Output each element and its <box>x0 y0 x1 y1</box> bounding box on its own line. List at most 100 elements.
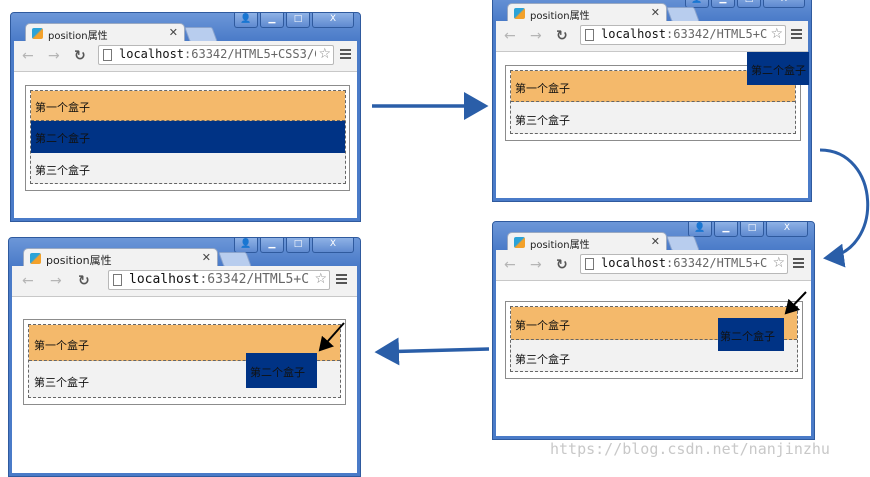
dashed-container: 第一个盒子 第三个盒子 <box>510 70 796 134</box>
url-host: localhost <box>601 27 667 41</box>
url-host: localhost <box>119 47 185 61</box>
browser-toolbar: ← → ↻ localhost:63342/HTML5+C ☆ <box>496 21 808 52</box>
forward-arrow-icon[interactable]: → <box>48 48 60 64</box>
url-host: localhost <box>129 272 200 287</box>
first-box-label: 第一个盒子 <box>34 339 89 352</box>
second-box: 第二个盒子 <box>31 121 345 153</box>
forward-arrow-icon[interactable]: → <box>530 28 542 44</box>
reload-icon[interactable]: ↻ <box>74 48 86 64</box>
tab-title: position属性 <box>530 240 590 251</box>
browser-window-2: 👤 ▁ □ X position属性 ✕ ← → ↻ localhost:633… <box>492 0 812 202</box>
menu-icon[interactable] <box>793 258 804 269</box>
url-path: :63342/HTML5+C <box>199 272 310 287</box>
maximize-button[interactable]: □ <box>737 0 761 8</box>
webstorm-favicon-icon <box>514 8 525 19</box>
minimize-button[interactable]: ▁ <box>714 222 738 237</box>
close-window-button[interactable]: X <box>312 238 354 253</box>
browser-toolbar: ← → ↻ localhost:63342/HTML5+C ☆ <box>496 250 811 281</box>
url-path: :63342/HTML5+CSS3/C <box>184 47 322 61</box>
user-icon[interactable]: 👤 <box>688 222 712 237</box>
first-box-label: 第一个盒子 <box>515 82 570 95</box>
second-box-label: 第二个盒子 <box>720 330 775 343</box>
forward-arrow-icon[interactable]: → <box>50 273 62 289</box>
back-arrow-icon[interactable]: ← <box>504 257 516 273</box>
menu-icon[interactable] <box>791 29 802 40</box>
webstorm-favicon-icon <box>32 28 43 39</box>
page-icon <box>585 29 594 41</box>
tab-close-icon[interactable]: ✕ <box>201 251 211 264</box>
window-controls: 👤 ▁ □ X <box>688 222 808 237</box>
browser-window-4: 👤 ▁ □ X position属性 ✕ ← → ↻ localhost:633… <box>8 237 361 477</box>
back-arrow-icon[interactable]: ← <box>22 48 34 64</box>
second-box: 第二个盒子 <box>747 52 809 85</box>
pointer-arrow-icon-2 <box>318 322 345 352</box>
outer-container: 第一个盒子 第二个盒子 第三个盒子 <box>25 85 350 191</box>
first-box-label: 第一个盒子 <box>515 319 570 332</box>
forward-arrow-icon[interactable]: → <box>530 257 542 273</box>
minimize-button[interactable]: ▁ <box>260 238 284 253</box>
tab-close-icon[interactable]: ✕ <box>168 26 178 39</box>
second-box: 第二个盒子 <box>246 353 317 388</box>
bookmark-star-icon[interactable]: ☆ <box>770 255 785 271</box>
tab-title: position属性 <box>530 11 590 22</box>
bookmark-star-icon[interactable]: ☆ <box>312 271 327 287</box>
user-icon[interactable]: 👤 <box>685 0 709 8</box>
browser-tab[interactable]: position属性 ✕ <box>25 23 185 43</box>
menu-icon[interactable] <box>336 274 347 285</box>
address-bar[interactable]: localhost:63342/HTML5+C ☆ <box>580 25 786 45</box>
user-icon[interactable]: 👤 <box>234 13 258 28</box>
close-window-button[interactable]: X <box>312 13 354 28</box>
browser-window-3: 👤 ▁ □ X position属性 ✕ ← → ↻ localhost:633… <box>492 221 815 440</box>
reload-icon[interactable]: ↻ <box>556 28 568 44</box>
webstorm-favicon-icon <box>30 253 41 264</box>
address-bar[interactable]: localhost:63342/HTML5+C ☆ <box>108 270 330 290</box>
webstorm-favicon-icon <box>514 237 525 248</box>
menu-icon[interactable] <box>340 49 351 60</box>
url-path: :63342/HTML5+C <box>666 256 768 270</box>
page-icon <box>113 274 122 286</box>
tab-close-icon[interactable]: ✕ <box>650 6 660 19</box>
watermark: https://blog.csdn.net/nanjinzhu <box>550 440 830 458</box>
address-bar[interactable]: localhost:63342/HTML5+C ☆ <box>580 254 788 274</box>
browser-toolbar: ← → ↻ localhost:63342/HTML5+CSS3/C ☆ <box>14 41 357 72</box>
window-controls: 👤 ▁ □ X <box>234 238 354 253</box>
first-box-label: 第一个盒子 <box>35 101 90 114</box>
window-controls: 👤 ▁ □ X <box>685 0 805 8</box>
second-box-label: 第二个盒子 <box>250 366 305 379</box>
bookmark-star-icon[interactable]: ☆ <box>768 26 783 42</box>
third-box-label: 第三个盒子 <box>515 114 570 127</box>
back-arrow-icon[interactable]: ← <box>22 273 34 289</box>
close-window-button[interactable]: X <box>763 0 805 8</box>
tab-title: position属性 <box>46 254 112 267</box>
arrow-curve-down-icon <box>819 148 870 268</box>
url-host: localhost <box>601 256 667 270</box>
back-arrow-icon[interactable]: ← <box>504 28 516 44</box>
close-window-button[interactable]: X <box>766 222 808 237</box>
browser-window-1: 👤 ▁ □ X position属性 ✕ ← → ↻ localhost:633… <box>10 12 361 222</box>
browser-tab[interactable]: position属性 ✕ <box>507 3 667 23</box>
minimize-button[interactable]: ▁ <box>260 13 284 28</box>
url-path: :63342/HTML5+C <box>666 27 768 41</box>
maximize-button[interactable]: □ <box>740 222 764 237</box>
second-box-label: 第二个盒子 <box>35 132 90 145</box>
tab-close-icon[interactable]: ✕ <box>650 235 660 248</box>
window-controls: 👤 ▁ □ X <box>234 13 354 28</box>
bookmark-star-icon[interactable]: ☆ <box>316 46 331 62</box>
outer-container: 第一个盒子 第三个盒子 <box>505 301 803 379</box>
second-box: 第二个盒子 <box>718 318 784 351</box>
third-box-label: 第三个盒子 <box>515 353 570 366</box>
page-icon <box>585 258 594 270</box>
arrow-left-icon <box>374 337 490 366</box>
browser-tab[interactable]: position属性 ✕ <box>23 248 218 268</box>
maximize-button[interactable]: □ <box>286 13 310 28</box>
minimize-button[interactable]: ▁ <box>711 0 735 8</box>
third-box-label: 第三个盒子 <box>35 164 90 177</box>
address-bar[interactable]: localhost:63342/HTML5+CSS3/C ☆ <box>98 45 334 65</box>
page-content: 第一个盒子 第三个盒子 第二个盒子 <box>496 281 811 436</box>
reload-icon[interactable]: ↻ <box>556 257 568 273</box>
reload-icon[interactable]: ↻ <box>78 273 90 289</box>
dashed-container: 第一个盒子 第三个盒子 <box>28 324 341 398</box>
maximize-button[interactable]: □ <box>286 238 310 253</box>
browser-tab[interactable]: position属性 ✕ <box>507 232 667 252</box>
